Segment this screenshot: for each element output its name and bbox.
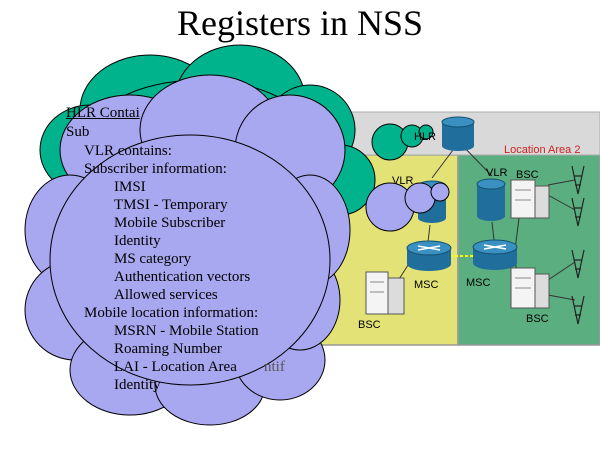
- location-area-2-label: Location Area 2: [504, 144, 581, 156]
- vlr-label-left: VLR: [392, 175, 414, 187]
- vlr-callout-line-13: LAI - Location Area: [114, 359, 237, 375]
- vlr-callout-line-2: Subscriber information:: [84, 161, 227, 177]
- hlr-database-icon: [441, 116, 475, 151]
- antenna-tower-icons: [571, 165, 585, 325]
- vlr-callout-line-6: Identity: [114, 233, 161, 249]
- bsc-label-right-top: BSC: [516, 169, 539, 181]
- vlr-callout-line-8: Authentication vectors: [114, 269, 251, 285]
- bsc-label-right-bottom: BSC: [526, 313, 549, 325]
- bsc-cabinet-icon-right-top: [510, 179, 550, 219]
- msc-router-icon-right: [472, 239, 518, 270]
- vlr-database-icon-right: [476, 178, 506, 221]
- bsc-label-left: BSC: [358, 319, 381, 331]
- bsc-cabinet-icon-right-bottom: [510, 267, 550, 309]
- vlr-callout-peek-text: ntif: [264, 359, 285, 375]
- vlr-callout-line-10: Mobile location information:: [84, 305, 259, 321]
- vlr-callout-line-4: TMSI - Temporary: [114, 197, 228, 213]
- msc-label-left: MSC: [414, 279, 439, 291]
- hlr-callout-line-1: HLR Contai: [66, 105, 140, 121]
- vlr-callout-line-14: Identity: [114, 377, 161, 393]
- bsc-cabinet-icon-left: [365, 271, 405, 315]
- vlr-callout-line-3: IMSI: [114, 179, 146, 195]
- hlr-thought-bubbles: [371, 123, 434, 161]
- msc-router-icon-left: [406, 240, 452, 271]
- vlr-callout-cloud: [24, 74, 351, 426]
- vlr-callout-line-5: Mobile Subscriber: [114, 215, 226, 231]
- hlr-callout-line-2: Sub: [66, 124, 90, 140]
- vlr-callout-line-12: Roaming Number: [114, 341, 222, 357]
- hlr-label: HLR: [414, 131, 437, 143]
- vlr-label-right: VLR: [486, 167, 508, 179]
- slide-title: Registers in NSS: [176, 3, 424, 43]
- vlr-callout-line-1: VLR contains:: [84, 143, 172, 159]
- vlr-callout-line-7: MS category: [114, 251, 192, 267]
- vlr-callout-line-11: MSRN - Mobile Station: [114, 323, 259, 339]
- vlr-callout-line-9: Allowed services: [114, 287, 218, 303]
- msc-label-right: MSC: [466, 277, 491, 289]
- vlr-thought-bubbles: [365, 182, 450, 232]
